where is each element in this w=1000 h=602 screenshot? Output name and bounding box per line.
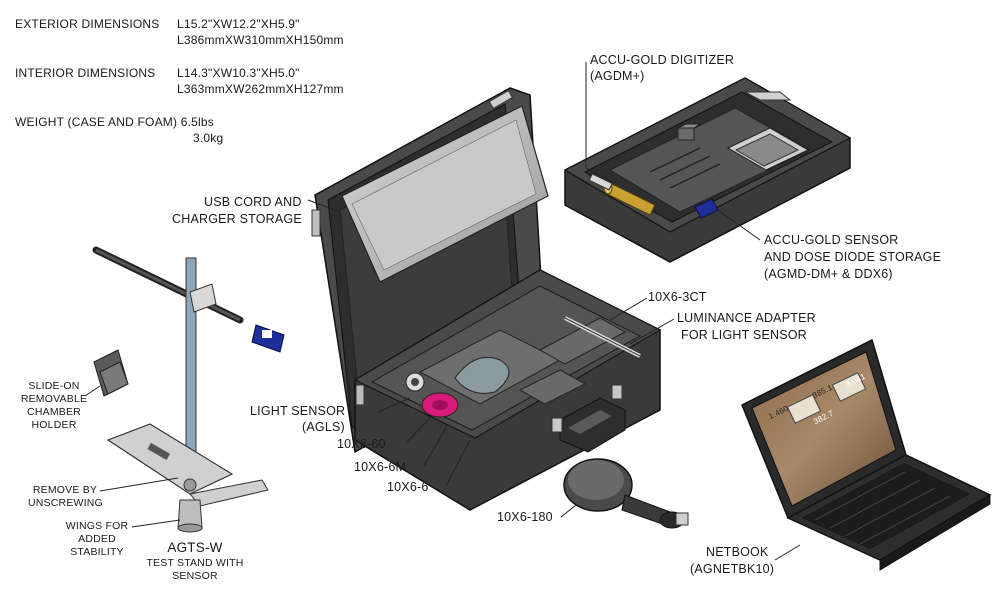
agts-caption-2: SENSOR — [172, 570, 218, 582]
digitizer-label-2: (AGDM+) — [590, 69, 645, 83]
holder-label-4: HOLDER — [31, 419, 77, 431]
holder-label-2: REMOVABLE — [20, 393, 88, 405]
digitizer-label-1: ACCU-GOLD DIGITIZER — [590, 53, 735, 67]
netbook — [741, 338, 992, 571]
wings-label-1: WINGS FOR — [65, 520, 129, 532]
holder-label-1: SLIDE-ON — [28, 380, 80, 392]
label-10x6-3ct: 10X6-3CT — [648, 290, 707, 304]
light-sensor-label-2: (AGLS) — [302, 420, 345, 434]
label-10x6-6m: 10X6-6M — [354, 460, 407, 474]
remove-label-1: REMOVE BY — [32, 484, 98, 496]
light-sensor-label-1: LIGHT SENSOR — [250, 404, 346, 418]
holder-label: SLIDE-ON REMOVABLE CHAMBER HOLDER — [14, 380, 94, 432]
agts-caption-1: TEST STAND WITH — [146, 557, 244, 569]
sensor-storage-label-2: AND DOSE DIODE STORAGE — [764, 250, 942, 264]
exterior-dimensions-label: EXTERIOR DIMENSIONS — [15, 17, 160, 31]
weight-kg: 3.0kg — [193, 131, 224, 145]
wings-label-3: STABILITY — [70, 546, 124, 558]
netbook-label-2: (AGNETBK10) — [690, 562, 775, 576]
usb-label-1: USB CORD AND — [204, 195, 302, 209]
exterior-dimensions-in: L15.2"XW12.2"XH5.9" — [177, 17, 300, 31]
netbook-label-1: NETBOOK — [706, 545, 769, 559]
carrying-case — [311, 87, 662, 511]
wings-label: WINGS FOR ADDED STABILITY — [62, 520, 132, 559]
luminance-label-2: FOR LIGHT SENSOR — [681, 328, 807, 342]
interior-dimensions-in: L14.3"XW10.3"XH5.0" — [177, 66, 300, 80]
agts-caption: TEST STAND WITH SENSOR — [140, 557, 250, 583]
label-10x6-6: 10X6-6 — [387, 480, 429, 494]
digitizer-tray — [563, 77, 852, 263]
test-stand — [92, 246, 285, 533]
usb-label-2: CHARGER STORAGE — [172, 212, 302, 226]
leader-lines — [84, 62, 801, 561]
sensor-storage-label-3: (AGMD-DM+ & DDX6) — [764, 267, 893, 281]
remove-label: REMOVE BY UNSCREWING — [28, 484, 103, 510]
label-10x6-60: 10X6-60 — [337, 437, 386, 451]
exterior-dimensions-mm: L386mmXW310mmXH150mm — [177, 33, 344, 47]
agts-title: AGTS-W — [167, 540, 223, 555]
holder-label-3: CHAMBER — [27, 406, 81, 418]
interior-dimensions-label: INTERIOR DIMENSIONS — [15, 66, 156, 80]
label-10x6-180: 10X6-180 — [497, 510, 553, 524]
interior-dimensions-mm: L363mmXW262mmXH127mm — [177, 82, 344, 96]
wings-label-2: ADDED — [78, 533, 116, 545]
luminance-label-1: LUMINANCE ADAPTER — [677, 311, 816, 325]
sensor-storage-label-1: ACCU-GOLD SENSOR — [764, 233, 899, 247]
paddle-sensor — [563, 458, 689, 529]
remove-label-2: UNSCREWING — [28, 497, 103, 509]
weight-label: WEIGHT (CASE AND FOAM) 6.5lbs — [15, 115, 214, 129]
